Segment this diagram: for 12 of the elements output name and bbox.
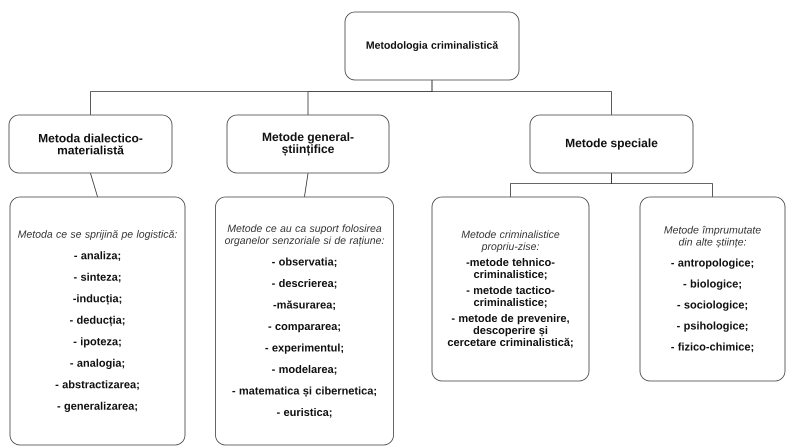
list-box: Metode împrumutate din alte științe: - antropologice; - biologice; - sociologice; - psihologice; - fizico-chimice; <box>640 196 786 382</box>
connector-line <box>90 173 98 197</box>
connector-line <box>304 173 308 197</box>
root-box: Metodologia criminalistică <box>344 12 520 80</box>
list-box: Metode criminalistice propriu-zise: -metode tehnico-criminalistice; - metode tactico-criminalistice; - metode de prevenire, descoperire și cercetare criminalistică; <box>432 196 590 382</box>
connector-line <box>611 173 713 197</box>
connector-line <box>432 80 612 115</box>
list-box: Metoda ce se sprijină pe logistică: - analiza; - sinteza; -inducția; - deducția; - ipoteza; - analogia; - abstractizarea; - generalizarea; <box>10 196 186 446</box>
category-box: Metode general-științifice <box>226 114 390 174</box>
category-box: Metoda dialectico-materialistă <box>8 114 172 174</box>
category-box: Metode speciale <box>530 114 694 174</box>
list-box: Metode ce au ca suport folosirea organelor senzoriale si de rațiune: - observatia; - descrierea; -măsurarea; - compararea; - experimentul; - modelarea; - matematica și cibernetica; - euristica; <box>215 196 394 446</box>
